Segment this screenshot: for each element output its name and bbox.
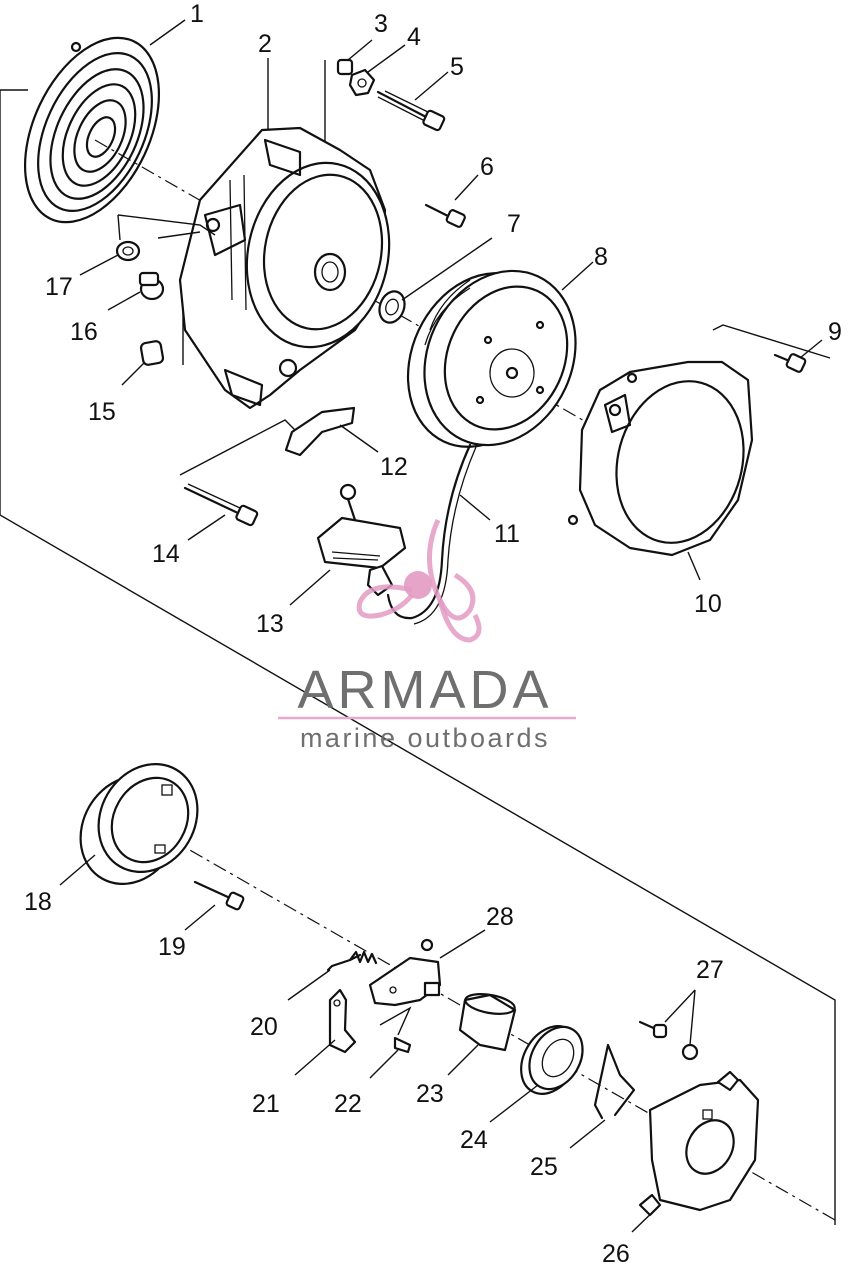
part-6-bolt xyxy=(424,203,466,228)
callout-21: 21 xyxy=(252,1090,280,1118)
callout-17: 17 xyxy=(45,273,73,301)
part-3-nut xyxy=(336,58,354,76)
callout-labels: 1 2 3 4 5 6 7 8 9 10 11 12 13 14 15 16 1… xyxy=(24,0,842,1266)
callout-11: 11 xyxy=(494,520,520,548)
callout-14: 14 xyxy=(152,540,180,568)
part-21-pawl xyxy=(328,988,357,1054)
part-28-bracket xyxy=(368,938,442,1007)
part-9-bolt xyxy=(773,353,807,373)
callout-25: 25 xyxy=(530,1153,558,1181)
part-15-collar xyxy=(139,340,165,366)
part-26-plate xyxy=(638,1070,760,1217)
part-22-pin xyxy=(393,1036,412,1054)
callout-6: 6 xyxy=(480,153,494,181)
callout-27: 27 xyxy=(696,956,724,984)
callout-5: 5 xyxy=(450,53,464,81)
part-1-recoil-spring xyxy=(23,36,161,224)
callout-28: 28 xyxy=(486,903,514,931)
part-4-flange-nut xyxy=(348,68,376,97)
leader-lines xyxy=(59,19,823,1233)
part-23-sleeve xyxy=(458,993,517,1052)
part-11-starter-rope xyxy=(386,443,477,625)
part-13-starter-handle xyxy=(316,483,407,597)
diagram-frame xyxy=(0,60,836,1225)
part-14-bolt xyxy=(183,483,259,527)
callout-22: 22 xyxy=(334,1090,362,1118)
logo-tagline-text: marine outboards xyxy=(300,723,550,753)
callout-23: 23 xyxy=(416,1080,444,1108)
callout-8: 8 xyxy=(594,243,608,271)
logo-brand-text: ARMADA xyxy=(297,660,552,720)
callout-19: 19 xyxy=(158,933,186,961)
callout-7: 7 xyxy=(507,210,521,238)
part-8-pulley xyxy=(406,269,577,448)
callout-15: 15 xyxy=(88,398,116,426)
callout-24: 24 xyxy=(460,1126,488,1154)
part-19-bolt xyxy=(193,880,245,911)
part-16-fitting xyxy=(138,271,165,301)
part-7-bushing xyxy=(378,290,406,324)
part-25-wire-spring xyxy=(593,1043,636,1120)
part-10-starter-cover xyxy=(567,360,754,557)
propeller-mark xyxy=(427,518,476,621)
callout-18: 18 xyxy=(24,888,52,916)
callout-12: 12 xyxy=(380,453,408,481)
callout-2: 2 xyxy=(258,30,272,58)
part-27-screw-and-washer xyxy=(638,1020,699,1061)
callout-1: 1 xyxy=(190,0,204,28)
callout-13: 13 xyxy=(256,610,284,638)
callout-26: 26 xyxy=(602,1240,630,1266)
part-12-handle-insert xyxy=(284,406,356,457)
callout-3: 3 xyxy=(374,10,388,38)
callout-16: 16 xyxy=(70,318,98,346)
part-2-starter-housing xyxy=(178,126,391,410)
part-17-washer xyxy=(115,240,141,262)
callout-4: 4 xyxy=(407,23,421,51)
callout-20: 20 xyxy=(250,1013,278,1041)
part-24-ring xyxy=(520,1025,584,1095)
callout-10: 10 xyxy=(694,590,722,618)
callout-9: 9 xyxy=(828,318,842,346)
part-5-bolt xyxy=(376,90,446,132)
part-18-drum xyxy=(79,763,199,885)
armada-logo: ARMADA marine outboards xyxy=(278,518,576,753)
part-20-spring xyxy=(326,950,378,972)
